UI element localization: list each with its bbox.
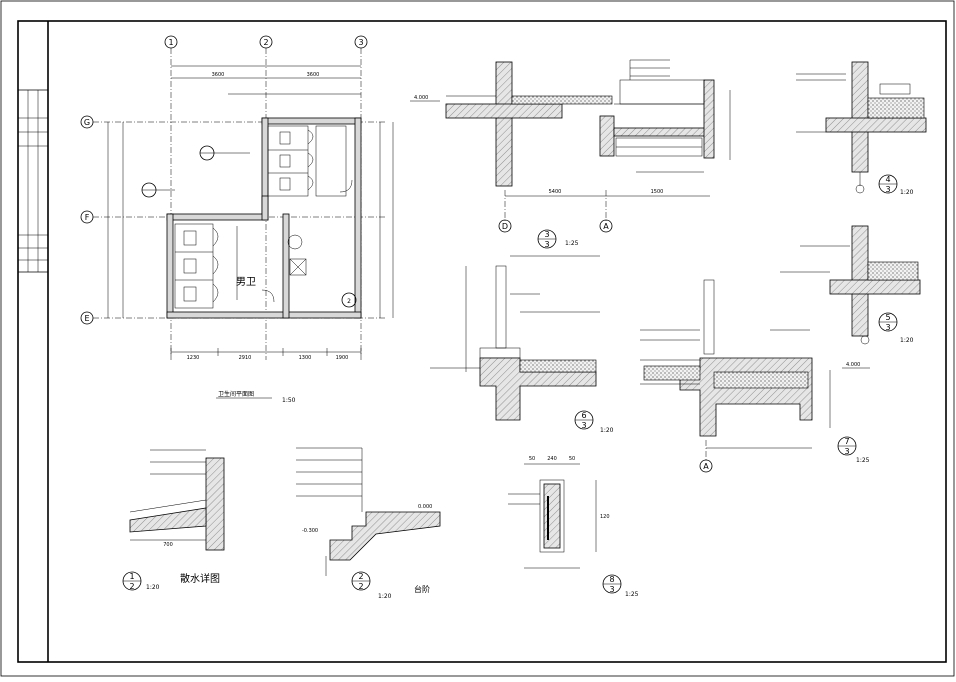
svg-text:50: 50 bbox=[529, 456, 535, 462]
plan-scale: 1:50 bbox=[282, 397, 296, 404]
svg-text:台阶: 台阶 bbox=[414, 584, 430, 594]
svg-text:3: 3 bbox=[544, 240, 549, 249]
plan-title: 卫生间平面图 bbox=[218, 390, 254, 398]
detail-2-steps: -0.300 0.000 2 2 1:20 台阶 bbox=[296, 447, 441, 600]
dim-bottom-b: 2910 bbox=[239, 355, 252, 361]
detail-7-section: A 4.000 7 3 1:25 bbox=[640, 279, 870, 473]
svg-text:1:25: 1:25 bbox=[625, 591, 639, 598]
axis-bubble-2: 2 bbox=[259, 35, 273, 49]
svg-text:1500: 1500 bbox=[651, 189, 664, 195]
title-strip bbox=[18, 21, 49, 662]
svg-text:1: 1 bbox=[168, 38, 173, 47]
detail-7-label: 7 3 1:25 bbox=[837, 436, 870, 464]
svg-text:7: 7 bbox=[844, 437, 849, 446]
svg-text:1:20: 1:20 bbox=[600, 427, 614, 434]
toilet-floor-plan: 1 2 3 3600 3600 G F E bbox=[80, 35, 394, 404]
svg-text:3: 3 bbox=[609, 585, 614, 594]
svg-text:2: 2 bbox=[347, 298, 351, 305]
detail-5-label: 5 3 1:20 bbox=[878, 312, 914, 344]
dim-bottom-a: 1230 bbox=[187, 355, 200, 361]
inner-border bbox=[17, 20, 947, 663]
svg-text:散水详图: 散水详图 bbox=[180, 572, 220, 585]
svg-text:240: 240 bbox=[547, 456, 557, 462]
axis-bubble-G: G bbox=[80, 115, 94, 129]
svg-text:1:20: 1:20 bbox=[900, 189, 914, 196]
svg-text:3: 3 bbox=[885, 323, 890, 332]
dim-top-b: 3600 bbox=[307, 72, 320, 78]
svg-text:F: F bbox=[85, 213, 90, 222]
axis-bubble-E: E bbox=[80, 311, 94, 325]
detail-5-section: 5 3 1:20 bbox=[780, 225, 921, 345]
axis-A-detail7 bbox=[699, 459, 713, 473]
svg-text:-0.300: -0.300 bbox=[302, 528, 318, 534]
svg-text:3: 3 bbox=[581, 421, 586, 430]
detail-6-label: 6 3 1:20 bbox=[574, 410, 614, 434]
svg-text:3: 3 bbox=[844, 447, 849, 456]
svg-text:A: A bbox=[603, 222, 609, 231]
detail-4-section: 4 3 1:20 bbox=[796, 61, 927, 196]
dim-top-a: 3600 bbox=[212, 72, 225, 78]
svg-text:5400: 5400 bbox=[549, 189, 562, 195]
svg-text:0.000: 0.000 bbox=[418, 504, 432, 510]
svg-text:1:25: 1:25 bbox=[856, 457, 870, 464]
dim-bottom-d: 1900 bbox=[336, 355, 349, 361]
axis-bubble-1: 1 bbox=[164, 35, 178, 49]
svg-text:5: 5 bbox=[885, 313, 890, 322]
svg-text:6: 6 bbox=[581, 411, 586, 420]
svg-text:1:20: 1:20 bbox=[146, 584, 160, 591]
callout-right bbox=[341, 292, 357, 308]
axis-D bbox=[498, 219, 512, 233]
svg-text:1: 1 bbox=[129, 572, 134, 581]
detail-3-section: 5400 1500 D A 4.000 3 3 1:25 bbox=[410, 59, 731, 249]
svg-text:2: 2 bbox=[358, 582, 363, 591]
svg-text:1:20: 1:20 bbox=[900, 337, 914, 344]
axis-bubble-3: 3 bbox=[354, 35, 368, 49]
svg-text:2: 2 bbox=[358, 572, 363, 581]
svg-text:3: 3 bbox=[544, 230, 549, 239]
svg-text:120: 120 bbox=[600, 514, 610, 520]
svg-text:A: A bbox=[703, 462, 709, 471]
svg-text:3: 3 bbox=[885, 185, 890, 194]
stalls-lower bbox=[174, 223, 238, 309]
detail-2-label: 2 2 1:20 台阶 bbox=[351, 571, 430, 600]
svg-text:8: 8 bbox=[609, 575, 614, 584]
svg-text:E: E bbox=[84, 314, 89, 323]
svg-text:2: 2 bbox=[263, 38, 268, 47]
svg-text:4.000: 4.000 bbox=[414, 95, 428, 101]
svg-text:G: G bbox=[84, 118, 90, 127]
dim-bottom-c: 1300 bbox=[299, 355, 312, 361]
svg-text:4: 4 bbox=[885, 175, 890, 184]
svg-text:50: 50 bbox=[569, 456, 575, 462]
svg-text:2: 2 bbox=[129, 582, 134, 591]
detail-1-label: 1 2 1:20 散水详图 bbox=[122, 571, 220, 591]
detail-1-apron: 700 1 2 1:20 散水详图 bbox=[122, 449, 225, 591]
svg-text:D: D bbox=[502, 222, 508, 231]
detail-4-label: 4 3 1:20 bbox=[878, 174, 914, 196]
detail-3-label: 3 3 1:25 bbox=[537, 229, 579, 249]
room-label: 男卫 bbox=[236, 276, 256, 288]
svg-text:4.000: 4.000 bbox=[846, 362, 860, 368]
svg-text:1:25: 1:25 bbox=[565, 240, 579, 247]
svg-text:700: 700 bbox=[163, 542, 173, 548]
svg-text:1:20: 1:20 bbox=[378, 593, 392, 600]
detail-6-section: 6 3 1:20 bbox=[430, 255, 614, 434]
detail-8-label: 8 3 1:25 bbox=[602, 574, 639, 598]
axis-A bbox=[599, 219, 613, 233]
detail-8-section: 50 240 50 120 8 3 1:25 bbox=[508, 456, 639, 598]
axis-bubble-F: F bbox=[80, 210, 94, 224]
svg-text:3: 3 bbox=[358, 38, 363, 47]
stalls-upper bbox=[267, 125, 347, 197]
